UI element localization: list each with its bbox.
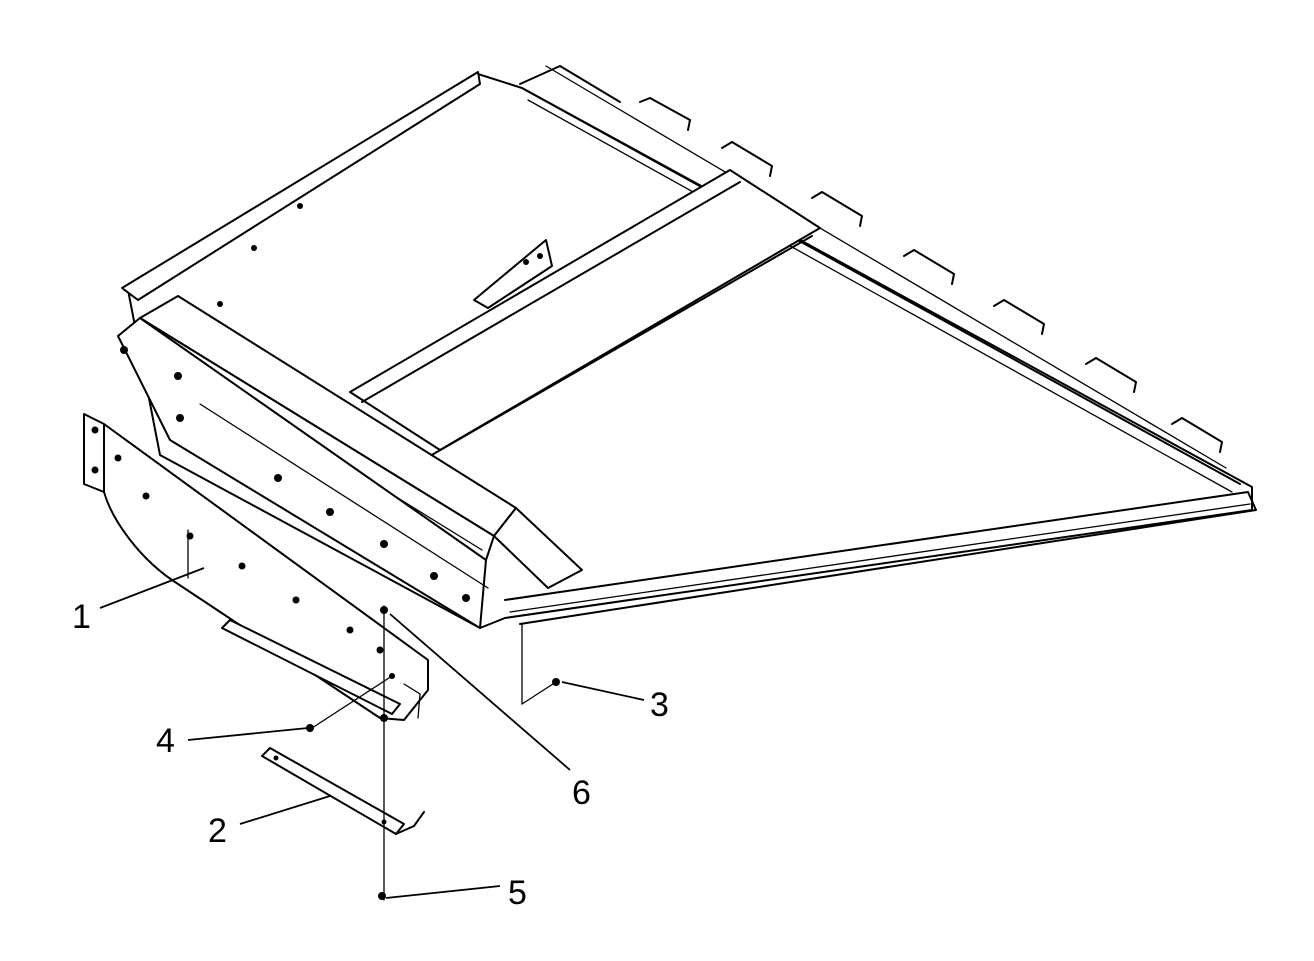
part-2-wear-strap	[261, 747, 425, 835]
callout-3: 3	[650, 686, 669, 724]
deck-body	[117, 65, 1257, 629]
leader-lines	[99, 567, 645, 899]
part-3-bolt	[521, 623, 560, 705]
callout-6: 6	[572, 774, 591, 812]
leader-6	[389, 613, 571, 771]
rear-brackets	[639, 97, 1223, 453]
callout-5: 5	[508, 874, 527, 912]
callout-2: 2	[208, 812, 227, 850]
leader-2	[239, 795, 331, 825]
leader-1	[99, 567, 205, 609]
leader-4	[187, 727, 309, 741]
hardware-stack	[306, 605, 395, 901]
part-1-front-shield	[83, 413, 429, 721]
cross-tube	[349, 169, 821, 457]
callout-4: 4	[156, 722, 175, 760]
leader-5	[385, 885, 501, 899]
callout-1: 1	[72, 598, 91, 636]
front-apron	[117, 317, 487, 629]
leader-3	[561, 681, 645, 701]
gusset-plate	[473, 239, 553, 309]
